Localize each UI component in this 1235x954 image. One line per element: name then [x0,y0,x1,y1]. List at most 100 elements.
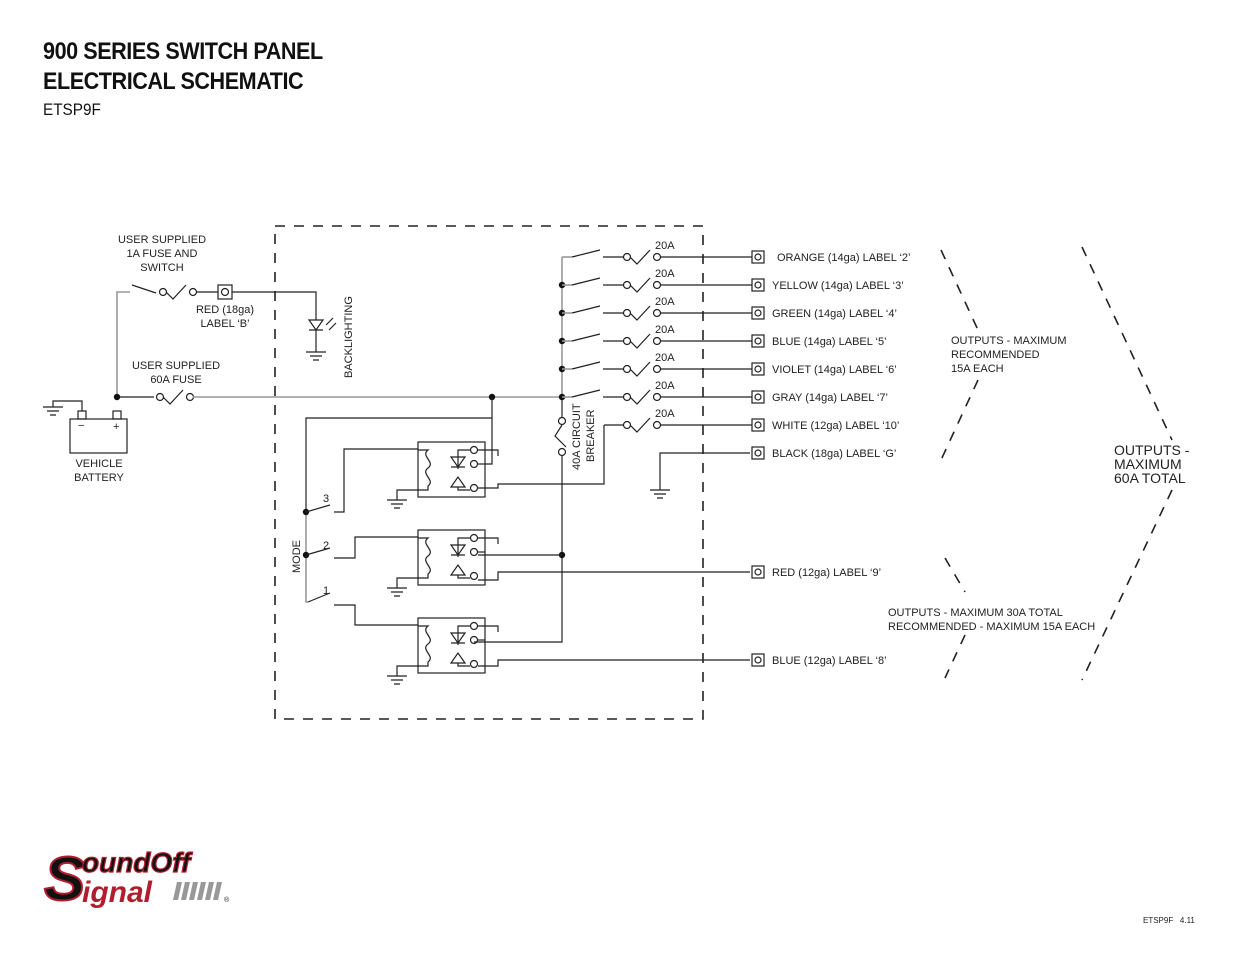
fuse-rating-label: 20A [655,296,675,308]
mode-position-3: 3 [323,493,329,505]
fuse-60a-icon [155,389,195,405]
output-terminal [751,446,765,460]
output-label: VIOLET (14ga) LABEL ‘6’ [772,364,897,376]
fuse-20a-icon [622,305,662,321]
fuse-rating-label: 20A [655,352,675,364]
switch-label-2: 1A FUSE AND [127,248,198,260]
note-group2-1: OUTPUTS - MAXIMUM 30A TOTAL [888,607,1063,619]
output-row: 20A GRAY (14ga) LABEL ‘7’ [558,380,888,405]
output-terminal [751,362,765,376]
output-label: BLUE (14ga) LABEL ‘5’ [772,336,887,348]
ground-icon [650,489,670,499]
svg-text:oundOff: oundOff [82,847,193,878]
circuit-breaker-40a-icon [554,416,567,457]
svg-text:®: ® [224,896,230,904]
panel-boundary [274,225,704,720]
output-terminal [751,418,765,432]
svg-text:S: S [44,845,85,914]
footer-code: ETSP9F 4.11 [1143,916,1195,925]
relay [387,441,499,509]
note-total-2: MAXIMUM [1114,456,1182,472]
footer-part: ETSP9F [1143,916,1174,925]
fuse-rating-label: 20A [655,408,675,420]
terminal-red-b [217,284,233,300]
battery-icon: − + [52,400,128,454]
breaker-label-2: BREAKER [585,409,597,462]
output-switch[interactable] [571,305,601,314]
note-group1-1: OUTPUTS - MAXIMUM [951,335,1067,347]
mode-switch[interactable] [305,448,418,626]
relay-coil-icon [396,625,431,676]
output-label: BLACK (18ga) LABEL ‘G’ [772,448,896,460]
output-terminal [751,390,765,404]
fuse-rating-label: 20A [655,268,675,280]
ground-icon [43,406,63,416]
note-group1-2: RECOMMENDED [951,349,1040,361]
output-terminal [751,565,765,579]
output-row: BLACK (18ga) LABEL ‘G’ [751,446,896,460]
output-row: 20A ORANGE (14ga) LABEL ‘2’ [562,240,910,265]
output-switch[interactable] [571,389,601,398]
part-number: ETSP9F [43,100,101,119]
fuse-1a-icon [158,284,198,300]
output-label: BLUE (12ga) LABEL ‘8’ [772,655,887,667]
note-group2-2: RECOMMENDED - MAXIMUM 15A EACH [888,621,1095,633]
output-label: YELLOW (14ga) LABEL ‘3’ [772,280,904,292]
svg-text:ignal: ignal [82,876,153,909]
fuse-20a-icon [622,249,662,265]
led-icon [307,317,337,352]
fuse-label-1: USER SUPPLIED [132,360,220,372]
breaker-label-1: 40A CIRCUIT [571,403,583,470]
relay-coil-icon [396,449,431,500]
fuse-rating-label: 20A [655,240,675,252]
output-row: RED (12ga) LABEL ‘9’ [751,565,881,579]
output-row: BLUE (12ga) LABEL ‘8’ [751,653,887,667]
red-wire-label-2: LABEL ‘B’ [200,318,249,330]
output-label: GRAY (14ga) LABEL ‘7’ [772,392,888,404]
fuse-rating-label: 20A [655,380,675,392]
fuse-label-2: 60A FUSE [150,374,201,386]
output-terminal [751,250,765,264]
ground-icon [306,351,326,361]
switch-label-1: USER SUPPLIED [118,234,206,246]
fuse-20a-icon [622,361,662,377]
junction-dot [113,393,121,401]
output-row: 20A YELLOW (14ga) LABEL ‘3’ [558,268,904,293]
fuse-rating-label: 20A [655,324,675,336]
relay [387,617,499,685]
note-group1-3: 15A EACH [951,363,1004,375]
backlighting-label: BACKLIGHTING [343,296,355,378]
output-switch[interactable] [571,249,601,258]
battery-label-2: BATTERY [74,472,124,484]
mode-label: MODE [291,540,303,573]
output-switch[interactable] [571,333,601,342]
fuse-20a-icon [622,389,662,405]
svg-text:+: + [113,421,119,433]
output-row: 20A WHITE (12ga) LABEL ‘10’ [604,408,899,433]
soundoff-signal-logo: S oundOff ignal ® [43,844,230,915]
output-terminal [751,278,765,292]
output-row: 20A VIOLET (14ga) LABEL ‘6’ [558,352,897,377]
title-line-1: 900 SERIES SWITCH PANEL [43,38,323,65]
output-terminal [751,306,765,320]
output-switch[interactable] [571,361,601,370]
fuse-20a-icon [622,333,662,349]
footer-version: 4.11 [1179,916,1195,925]
fuse-20a-icon [622,417,662,433]
output-switch[interactable] [571,277,601,286]
relay [387,529,499,597]
output-label: WHITE (12ga) LABEL ‘10’ [772,420,899,432]
output-label: ORANGE (14ga) LABEL ‘2’ [777,252,910,264]
output-terminal [751,653,765,667]
title-line-2: ELECTRICAL SCHEMATIC [43,68,304,95]
output-label: RED (12ga) LABEL ‘9’ [772,567,881,579]
mode-position-1: 1 [323,585,329,597]
red-wire-label-1: RED (18ga) [196,304,254,316]
fuse-20a-icon [622,277,662,293]
mode-position-2: 2 [323,540,329,552]
switch-label-3: SWITCH [140,262,183,274]
relay-coil-icon [396,537,431,588]
note-total-3: 60A TOTAL [1114,470,1186,486]
